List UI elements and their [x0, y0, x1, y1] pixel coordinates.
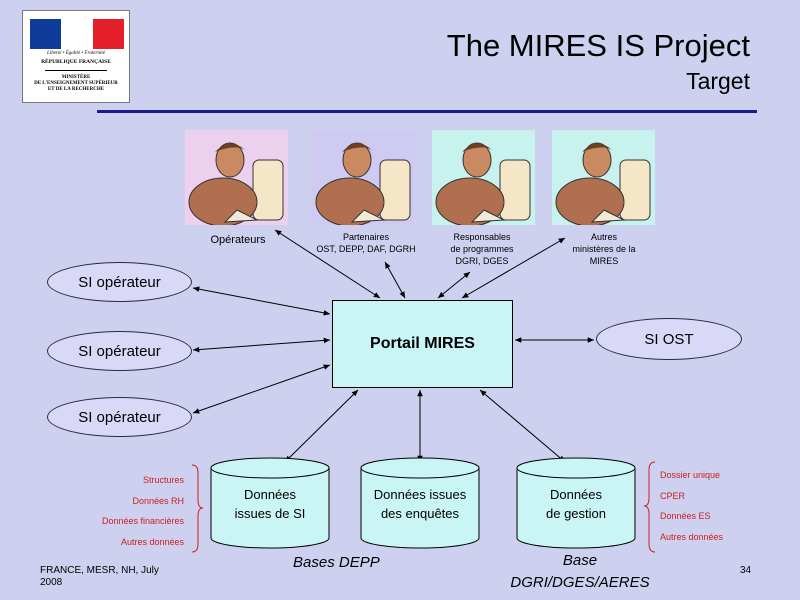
slide-title: The MIRES IS Project	[446, 28, 750, 63]
left-data-list: Structures Données RH Données financière…	[84, 470, 184, 552]
label-operateurs: Opérateurs	[210, 234, 266, 246]
arrow-si-operateur-2-portal	[192, 337, 331, 353]
arrow-portal-db-gestion	[479, 389, 566, 463]
base-dgri-label: Base DGRI/DGES/AERES	[510, 552, 650, 591]
list-item: Données RH	[132, 495, 184, 506]
portail-mires-box: Portail MIRES	[332, 300, 513, 388]
label-autres-ministeres: Autres ministères de la MIRES	[572, 232, 636, 266]
database-donnees-si: Données issues de SI	[210, 457, 330, 549]
list-item: Autres données	[120, 536, 184, 547]
right-brace	[643, 461, 656, 553]
si-operateur-2: SI opérateur	[47, 331, 192, 371]
slide-subtitle: Target	[686, 68, 750, 94]
database-label: Données issues de SI	[234, 487, 306, 521]
person-operateurs	[185, 130, 288, 225]
person-at-computer-icon	[185, 130, 288, 225]
french-flag-icon	[30, 19, 124, 49]
ministry-logo: Liberté • Égalité • Fraternité RÉPUBLIQU…	[22, 10, 130, 103]
label-responsables: Responsables de programmes DGRI, DGES	[450, 232, 514, 266]
arrow-responsables-portal	[437, 271, 471, 299]
person-partenaires	[312, 130, 415, 225]
database-label: Données de gestion	[546, 487, 606, 521]
si-ost: SI OST	[596, 318, 742, 360]
list-item: Données financières	[101, 516, 184, 526]
title-divider	[97, 110, 757, 113]
person-responsables	[432, 130, 535, 225]
list-item: Données ES	[660, 511, 711, 521]
list-item: CPER	[660, 490, 686, 501]
arrow-si-operateur-3-portal	[192, 364, 331, 414]
logo-ministry: MINISTÈRE DE L'ENSEIGNEMENT SUPÉRIEUR ET…	[34, 75, 118, 92]
person-autres-ministeres	[552, 130, 655, 225]
si-operateur-3: SI opérateur	[47, 397, 192, 437]
footer-source: FRANCE, MESR, NH, July 2008	[40, 565, 159, 588]
database-icon	[210, 457, 330, 549]
right-data-list: Dossier unique CPER Données ES Autres do…	[660, 465, 760, 547]
list-item: Dossier unique	[660, 470, 721, 480]
label-partenaires: Partenaires OST, DEPP, DAF, DGRH	[316, 232, 416, 254]
person-at-computer-icon	[312, 130, 415, 225]
logo-republic: RÉPUBLIQUE FRANÇAISE	[41, 59, 111, 65]
database-label: Données issues des enquêtes	[373, 487, 467, 521]
database-icon	[516, 457, 636, 549]
database-donnees-gestion: Données de gestion	[516, 457, 636, 549]
logo-divider	[45, 70, 107, 71]
database-icon	[360, 457, 480, 549]
si-operateur-1: SI opérateur	[47, 262, 192, 302]
logo-motto: Liberté • Égalité • Fraternité	[47, 51, 105, 56]
list-item: Structures	[142, 475, 184, 485]
list-item: Autres données	[660, 531, 724, 542]
arrow-si-operateur-1-portal	[192, 286, 331, 316]
person-at-computer-icon	[552, 130, 655, 225]
arrow-partenaires-portal	[384, 261, 406, 299]
person-at-computer-icon	[432, 130, 535, 225]
database-donnees-enquetes: Données issues des enquêtes	[360, 457, 480, 549]
page-number: 34	[740, 565, 752, 576]
left-brace	[191, 464, 204, 553]
bases-depp-label: Bases DEPP	[293, 554, 380, 571]
arrow-portal-db-si	[284, 389, 359, 463]
